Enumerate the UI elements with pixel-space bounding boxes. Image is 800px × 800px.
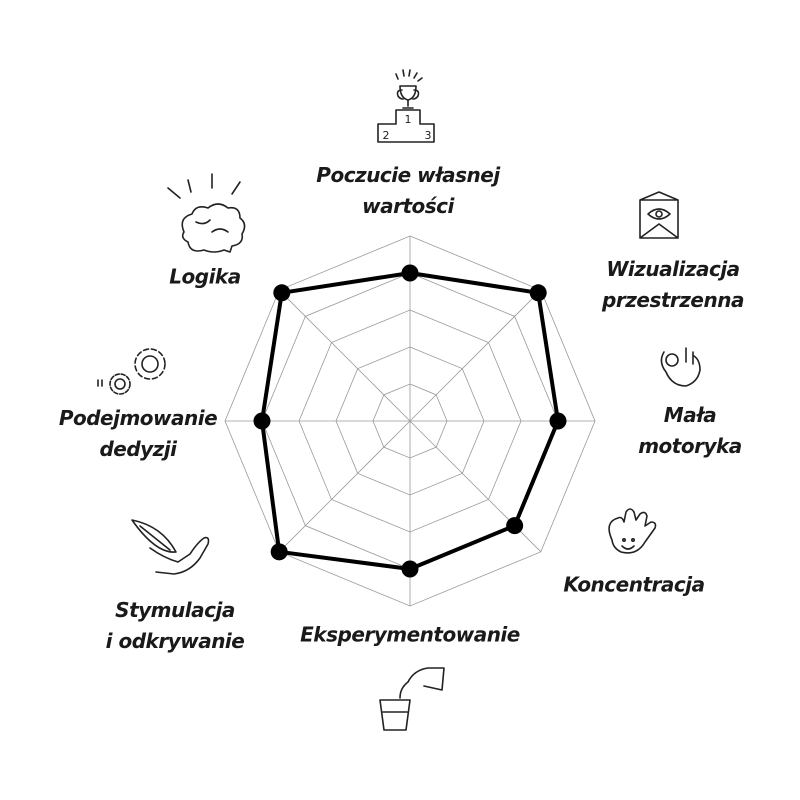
axis-label: Mała motoryka (638, 400, 742, 462)
data-point (253, 412, 271, 430)
axis-label-line: Podejmowanie (58, 406, 218, 430)
axis-label: Stymulacja i odkrywanie (106, 595, 245, 657)
data-point (506, 517, 524, 535)
axis-label: Poczucie własnej wartości (316, 160, 500, 222)
axis-label: Eksperymentowanie (300, 620, 520, 651)
hand-ok-icon (660, 347, 701, 387)
grid-spoke (409, 420, 542, 553)
axis-label: Wizualizacja przestrzenna (602, 254, 744, 316)
data-point (529, 284, 547, 302)
axis-label-line: przestrzenna (602, 288, 744, 312)
svg-text:2: 2 (383, 129, 390, 142)
axis-label-line: Koncentracja (563, 572, 705, 597)
grid-spoke (278, 289, 411, 422)
data-point (270, 543, 288, 561)
svg-text:3: 3 (425, 129, 432, 142)
grid-spoke (409, 289, 542, 422)
svg-text:1: 1 (405, 113, 412, 126)
axis-label-line: Poczucie własnej (316, 163, 500, 187)
axis-label-line: Mała (663, 403, 717, 427)
data-point (273, 284, 291, 302)
gears-icon (97, 348, 166, 395)
pouring-glass-icon (379, 667, 445, 731)
axis-label-line: Eksperymentowanie (300, 622, 520, 647)
axis-label: Logika (169, 262, 241, 293)
brain-icon (167, 173, 246, 253)
data-point (549, 412, 567, 430)
axis-label-line: Logika (169, 264, 241, 289)
axis-label-line: motoryka (638, 434, 742, 458)
feather-hand-icon (131, 519, 210, 575)
data-point (401, 560, 419, 578)
smiling-hand-icon (608, 508, 657, 554)
axis-label-line: i odkrywanie (105, 629, 245, 653)
data-point (401, 264, 419, 282)
axis-label-line: dedyzji (99, 437, 177, 461)
axis-label-line: wartości (362, 194, 454, 218)
grid-spoke (278, 420, 411, 553)
axis-label: Podejmowanie dedyzji (58, 403, 218, 465)
axis-label-line: Stymulacja (115, 598, 235, 622)
eye-box-icon (639, 191, 679, 239)
axis-label: Koncentracja (563, 570, 705, 601)
axis-label-line: Wizualizacja (606, 257, 740, 281)
trophy-podium-icon: 1 2 3 (377, 69, 435, 143)
